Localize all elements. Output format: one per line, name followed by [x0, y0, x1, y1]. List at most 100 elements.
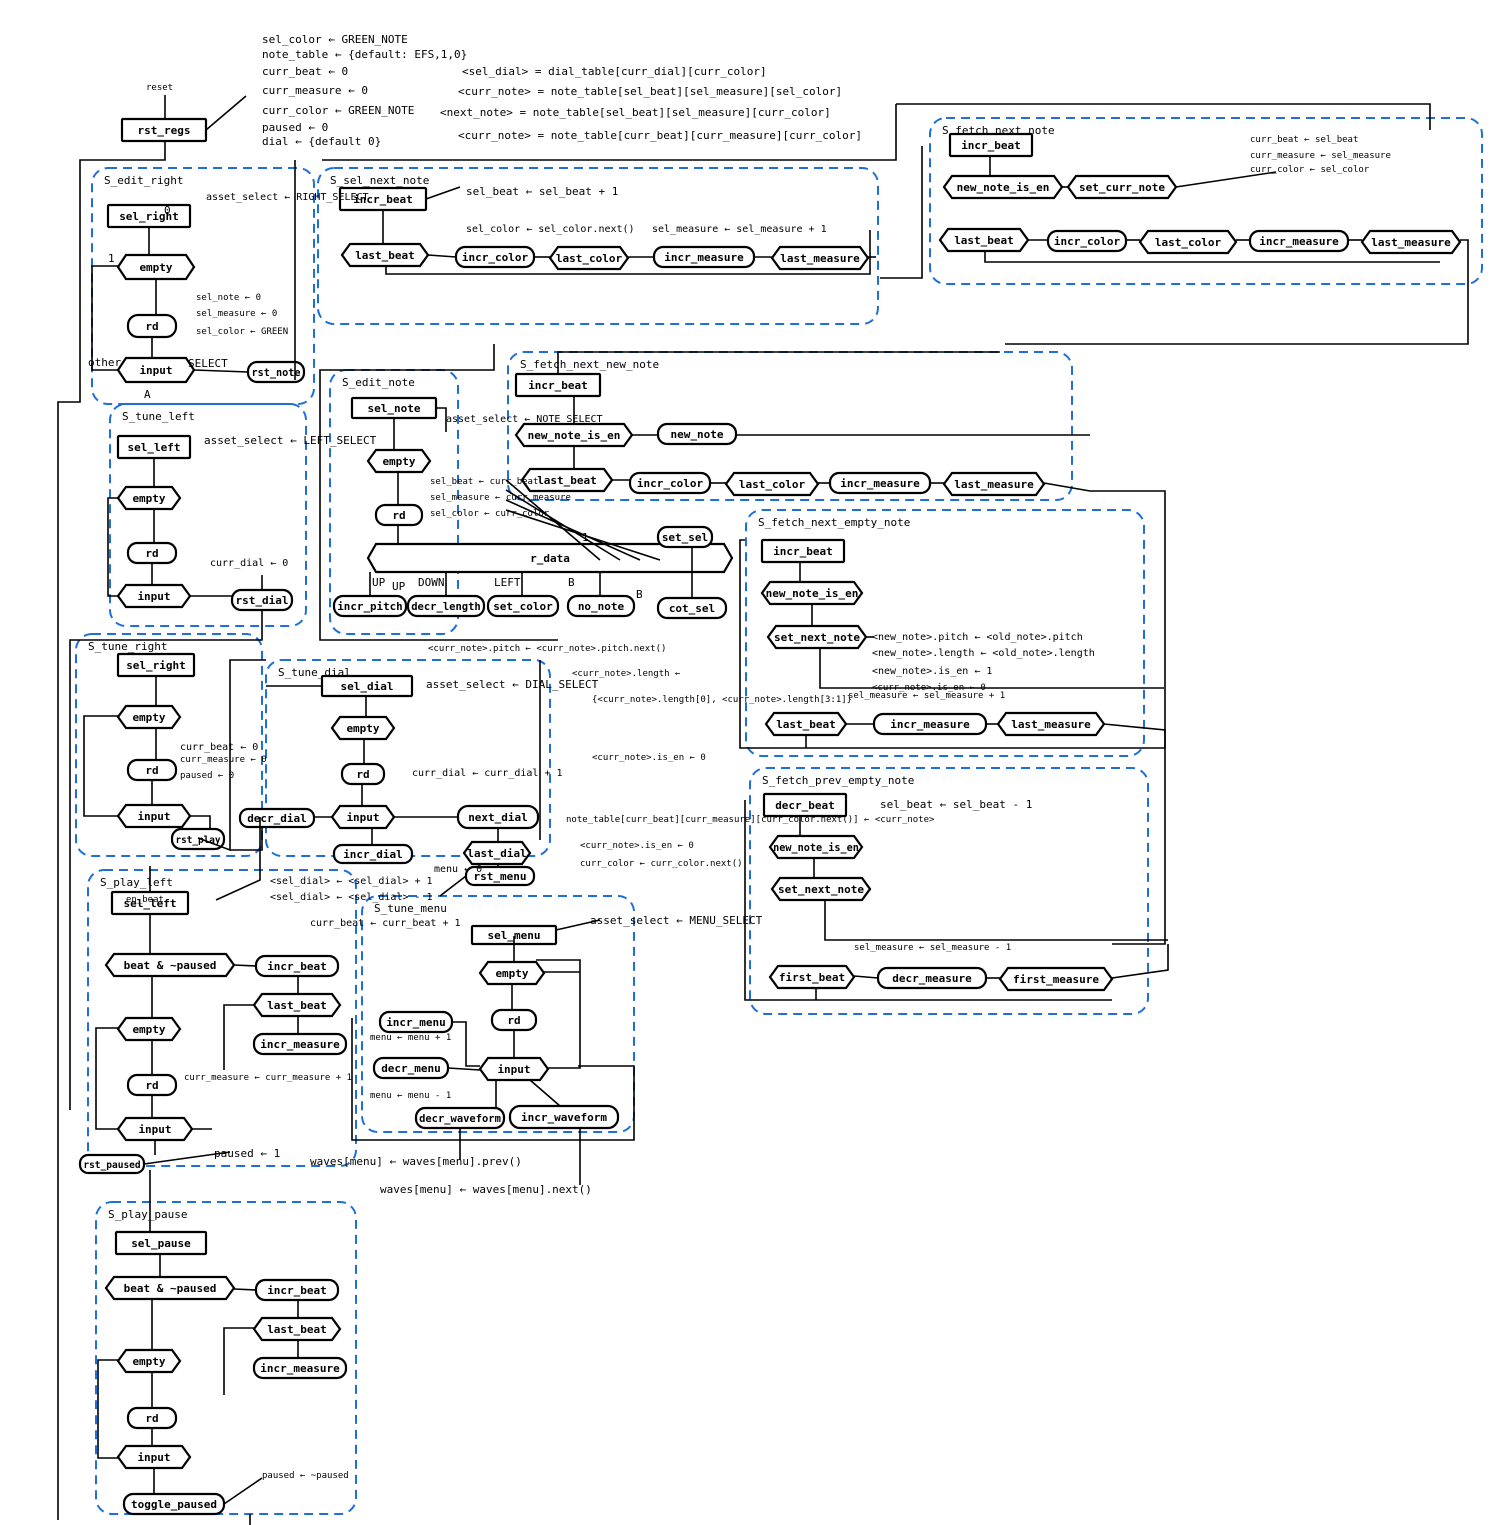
group-label: S_sel_next_note — [330, 174, 429, 187]
transition-line — [452, 1021, 480, 1067]
annotation: <curr_note>.is_en ← 0 — [872, 683, 986, 693]
node-label: last_color — [1155, 236, 1222, 249]
node-shape — [252, 992, 342, 1018]
annotation: sel_measure ← 0 — [196, 309, 277, 319]
node-fe-incr-beat: incr_beat — [760, 538, 846, 564]
node-shape — [332, 843, 414, 865]
transition-line — [984, 251, 1440, 263]
node-sn-last-measure: last_measure — [770, 245, 870, 271]
node-pl-last-beat: last_beat — [252, 992, 342, 1018]
node-fn-last-color: last_color — [1138, 229, 1238, 255]
edge-label: SELECT — [188, 357, 228, 370]
node-label: decr_measure — [892, 972, 972, 985]
node-label: decr_length — [411, 601, 481, 613]
node-shape — [770, 876, 872, 902]
node-shape — [478, 960, 546, 986]
node-label: last_measure — [1011, 718, 1091, 731]
transition-line — [439, 875, 467, 897]
node-pl-rst-paused: rst_paused — [78, 1153, 146, 1175]
node-en-sel-note: sel_note — [350, 396, 438, 420]
node-pl-sel-left: sel_left — [110, 890, 190, 916]
edge-label: A — [144, 388, 151, 401]
node-shape — [768, 834, 864, 860]
node-fn-incr-measure: incr_measure — [1248, 229, 1350, 253]
header-note: curr_measure ← 0 — [262, 84, 368, 97]
node-fp-first-measure: first_measure — [998, 966, 1114, 992]
node-label: new_note — [671, 428, 724, 441]
node-label: rst_dial — [236, 594, 289, 607]
node-label: decr_menu — [381, 1062, 441, 1075]
node-tm-decr-waveform: decr_waveform — [414, 1106, 506, 1130]
group-fetch-next-empty-note — [745, 509, 1145, 757]
annotation: menu ← menu + 1 — [370, 1033, 451, 1043]
node-label: set_next_note — [778, 883, 864, 896]
node-shape — [768, 964, 856, 990]
node-shape — [366, 448, 432, 474]
node-shape — [238, 807, 316, 829]
group-tune-menu — [361, 895, 635, 1133]
transition-line — [69, 610, 263, 1110]
annotation: asset_select ← DIAL_SELECT — [426, 678, 599, 691]
node-shape — [1360, 229, 1462, 255]
node-fp-new-note-is-en: new_note_is_en — [768, 834, 864, 860]
node-label: rst_paused — [83, 1160, 141, 1171]
node-label: empty — [382, 455, 415, 468]
annotation: paused ← 0 — [180, 771, 234, 781]
node-label: last_measure — [954, 478, 1034, 491]
node-label: incr_dial — [343, 848, 403, 861]
annotation: asset_select ← RIGHT_SELECT — [206, 192, 369, 203]
header-note: note_table ← {default: EFS,1,0} — [262, 48, 467, 61]
node-shape — [252, 1316, 342, 1342]
node-label: incr_color — [1054, 235, 1121, 248]
node-label: input — [497, 1063, 530, 1076]
header-note: paused ← 0 — [262, 121, 328, 134]
node-label: incr_measure — [260, 1038, 340, 1051]
node-label: sel_right — [126, 659, 186, 672]
node-label: set_next_note — [774, 631, 860, 644]
annotation: sel_beat ← sel_beat + 1 — [466, 185, 618, 198]
annotation: en_beat — [126, 895, 164, 905]
node-label: input — [138, 1123, 171, 1136]
header-note: sel_color ← GREEN_NOTE — [262, 33, 408, 46]
group-tune-left — [109, 403, 307, 627]
node-label: incr_beat — [528, 379, 588, 392]
node-label: incr_color — [637, 477, 704, 490]
node-er-input: input — [116, 356, 196, 384]
node-td-input: input — [330, 804, 396, 830]
annotation: <curr_note>.length ← — [572, 669, 681, 679]
node-en-cot-sel: cot_sel — [656, 596, 728, 620]
node-label: sel_dial — [341, 680, 394, 693]
node-label: incr_menu — [386, 1016, 446, 1029]
node-er-empty: empty — [116, 253, 196, 281]
node-pp-beat-paused: beat & ~paused — [104, 1275, 236, 1301]
node-label: set_color — [493, 600, 553, 613]
header-note: <next_note> = note_table[sel_beat][sel_m… — [440, 106, 831, 119]
annotation: sel_measure ← sel_measure + 1 — [652, 224, 827, 235]
node-fe-set-next-note: set_next_note — [766, 624, 868, 650]
node-label: decr_beat — [775, 799, 835, 812]
node-label: incr_beat — [267, 1284, 327, 1297]
node-tm-incr-menu: incr_menu — [378, 1010, 454, 1034]
group-sel-next-note — [317, 167, 879, 325]
annotation: asset_select ← NOTE_SELECT — [446, 414, 603, 425]
node-td-decr-dial: decr_dial — [238, 807, 316, 829]
group-fetch-next-note — [929, 117, 1483, 285]
transition-line — [505, 499, 641, 561]
node-pp-rd: rd — [126, 1406, 178, 1430]
annotation: menu ← menu - 1 — [370, 1091, 451, 1101]
annotation: paused ← 1 — [214, 1147, 280, 1160]
node-td-rst-menu: rst_menu — [464, 865, 536, 887]
transition-line — [739, 539, 1166, 749]
transition-line — [853, 975, 879, 979]
node-shape — [1248, 229, 1350, 253]
node-shape — [462, 840, 532, 866]
node-shape — [1046, 229, 1128, 253]
node-label: incr_measure — [664, 251, 744, 264]
node-label: sel_pause — [131, 1237, 191, 1250]
node-label: last_dial — [467, 847, 526, 860]
node-shape — [508, 1104, 620, 1130]
annotation: <curr_note>.pitch ← <curr_note>.pitch.ne… — [428, 644, 666, 654]
node-en-decr-length: decr_length — [406, 594, 486, 618]
edge-label: UP — [392, 580, 406, 593]
node-en-incr-pitch: incr_pitch — [332, 594, 408, 618]
